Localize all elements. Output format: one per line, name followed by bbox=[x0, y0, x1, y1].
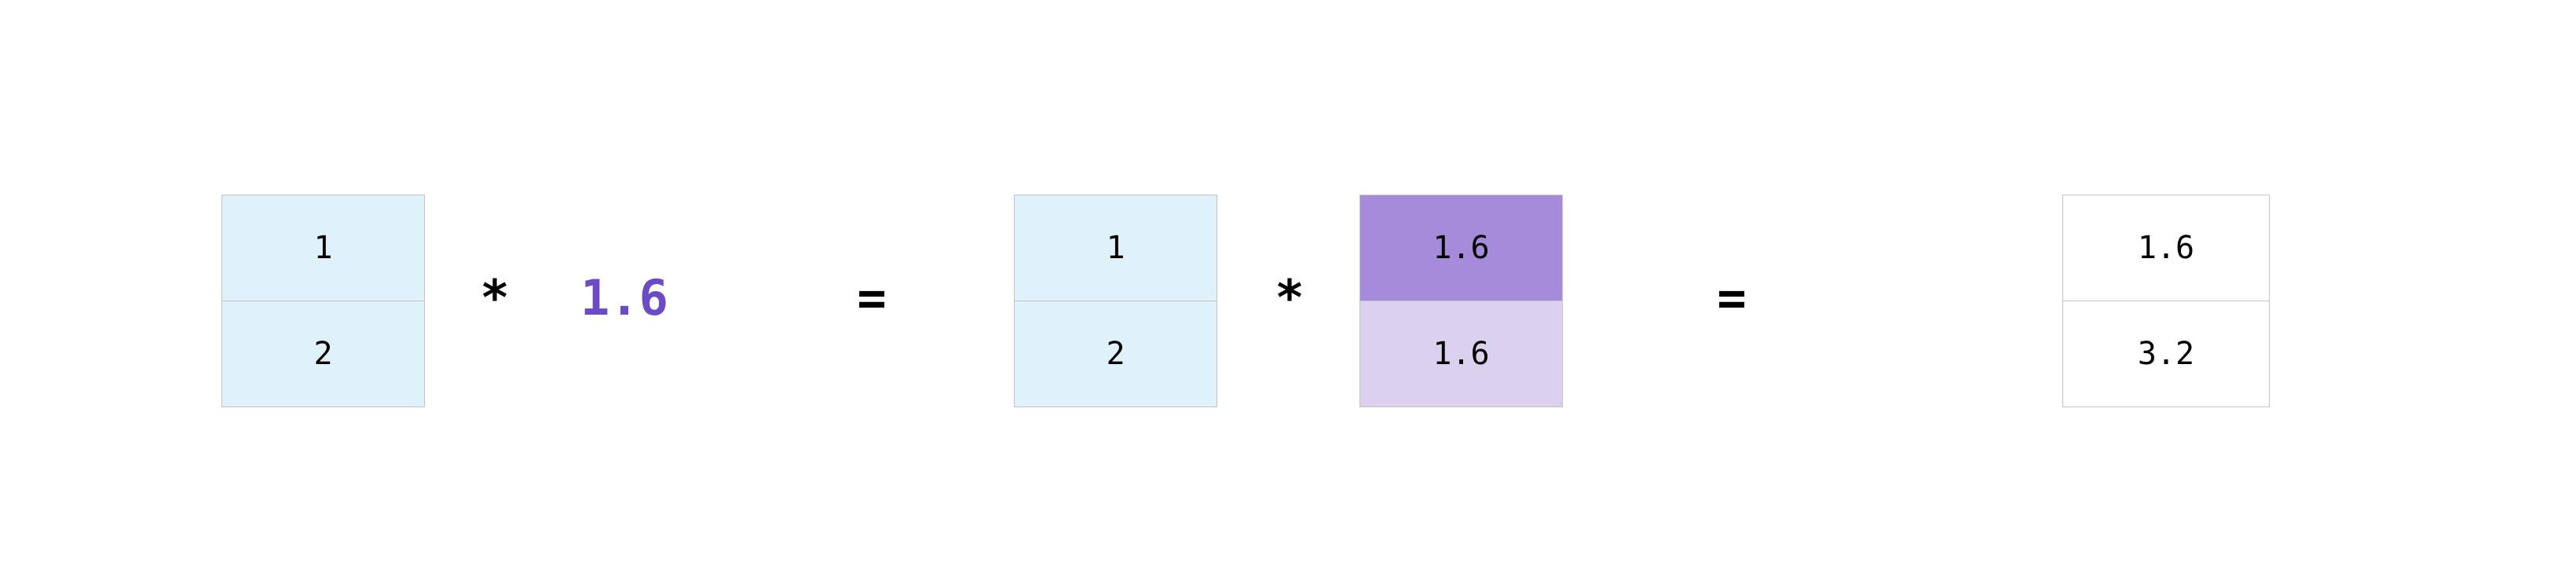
matrix-b-cell-1: 2 bbox=[1014, 301, 1217, 407]
matrix-broadcast-cell-0: 1.6 bbox=[1359, 195, 1563, 301]
scalar-value: 1.6 bbox=[580, 269, 668, 326]
matrix-result-cell-0: 1.6 bbox=[2062, 195, 2270, 301]
matrix-result: 1.6 3.2 bbox=[2062, 195, 2270, 407]
matrix-broadcast: 1.6 1.6 bbox=[1359, 195, 1563, 407]
equals-operator-2: = bbox=[1717, 269, 1747, 326]
matrix-broadcast-cell-1: 1.6 bbox=[1359, 301, 1563, 407]
matrix-a: 1 2 bbox=[221, 195, 425, 407]
multiply-operator-1: * bbox=[480, 269, 510, 326]
equals-operator-1: = bbox=[857, 269, 887, 326]
multiply-operator-2: * bbox=[1275, 269, 1304, 326]
matrix-a-cell-1: 2 bbox=[221, 301, 425, 407]
matrix-a-cell-0: 1 bbox=[221, 195, 425, 301]
matrix-b-cell-0: 1 bbox=[1014, 195, 1217, 301]
matrix-b: 1 2 bbox=[1014, 195, 1217, 407]
matrix-result-cell-1: 3.2 bbox=[2062, 301, 2270, 407]
